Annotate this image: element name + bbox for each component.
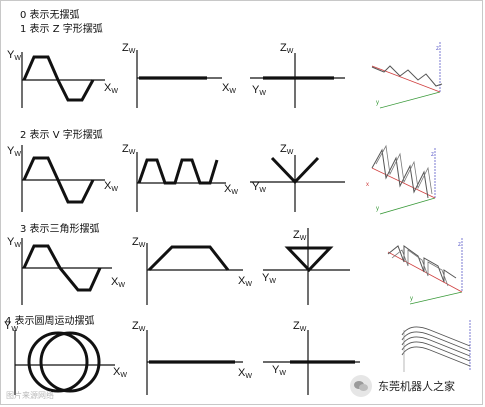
row2-xw-label-2: XW xyxy=(224,183,238,196)
row-label-triangle: 3 表示三角形摆弧 xyxy=(20,224,100,235)
row3-yw-label-2: YW xyxy=(262,272,276,285)
row3-xw-label-2: XW xyxy=(238,275,252,288)
row2-zw-label: ZW xyxy=(122,143,136,156)
watermark-brand: 东莞机器人之家 xyxy=(350,375,455,397)
row2-yw-label: YW xyxy=(7,145,21,158)
row2-zw-label-2: ZW xyxy=(280,143,294,156)
row2-xw-label: XW xyxy=(104,180,118,193)
row4-xw-label-2: XW xyxy=(238,367,252,380)
row3-zw-label: ZW xyxy=(132,236,146,249)
row1-yw-label-2: YW xyxy=(252,84,266,97)
row1-yw-label: YW xyxy=(7,49,21,62)
row4-yw-label-2: YW xyxy=(272,364,286,377)
row-label-none: 0 表示无摆弧 xyxy=(20,10,80,21)
row4-xw-label: XW xyxy=(113,366,127,379)
row1-xw-label-2: XW xyxy=(222,82,236,95)
watermark-source: 图片来源网络 xyxy=(6,391,54,400)
svg-text:y: y xyxy=(376,206,379,212)
row1-xw-label: XW xyxy=(104,82,118,95)
row2-yw-label-2: YW xyxy=(252,181,266,194)
row3-yw-label: YW xyxy=(7,236,21,249)
row1-zw-label-2: ZW xyxy=(280,42,294,55)
row4-zw-label-2: ZW xyxy=(293,320,307,333)
svg-text:x: x xyxy=(366,182,369,188)
row3-zw-label-2: ZW xyxy=(293,229,307,242)
svg-text:y: y xyxy=(376,100,379,106)
row-label-circle: 4 表示圆周运动摆弧 xyxy=(5,316,95,327)
row-label-v-shape: 2 表示 V 字形摆弧 xyxy=(20,130,103,141)
row-label-z-shape: 1 表示 Z 字形摆弧 xyxy=(20,24,103,35)
watermark-brand-text: 东莞机器人之家 xyxy=(378,380,455,393)
svg-text:z: z xyxy=(431,152,434,158)
svg-text:y: y xyxy=(410,296,413,302)
chat-bubble-icon xyxy=(350,375,372,397)
row1-zw-label: ZW xyxy=(122,42,136,55)
row4-zw-label: ZW xyxy=(132,320,146,333)
row4-yw-label: YW xyxy=(4,320,18,333)
svg-text:z: z xyxy=(436,46,439,52)
svg-text:z: z xyxy=(458,242,461,248)
row3-xw-label: XW xyxy=(111,276,125,289)
